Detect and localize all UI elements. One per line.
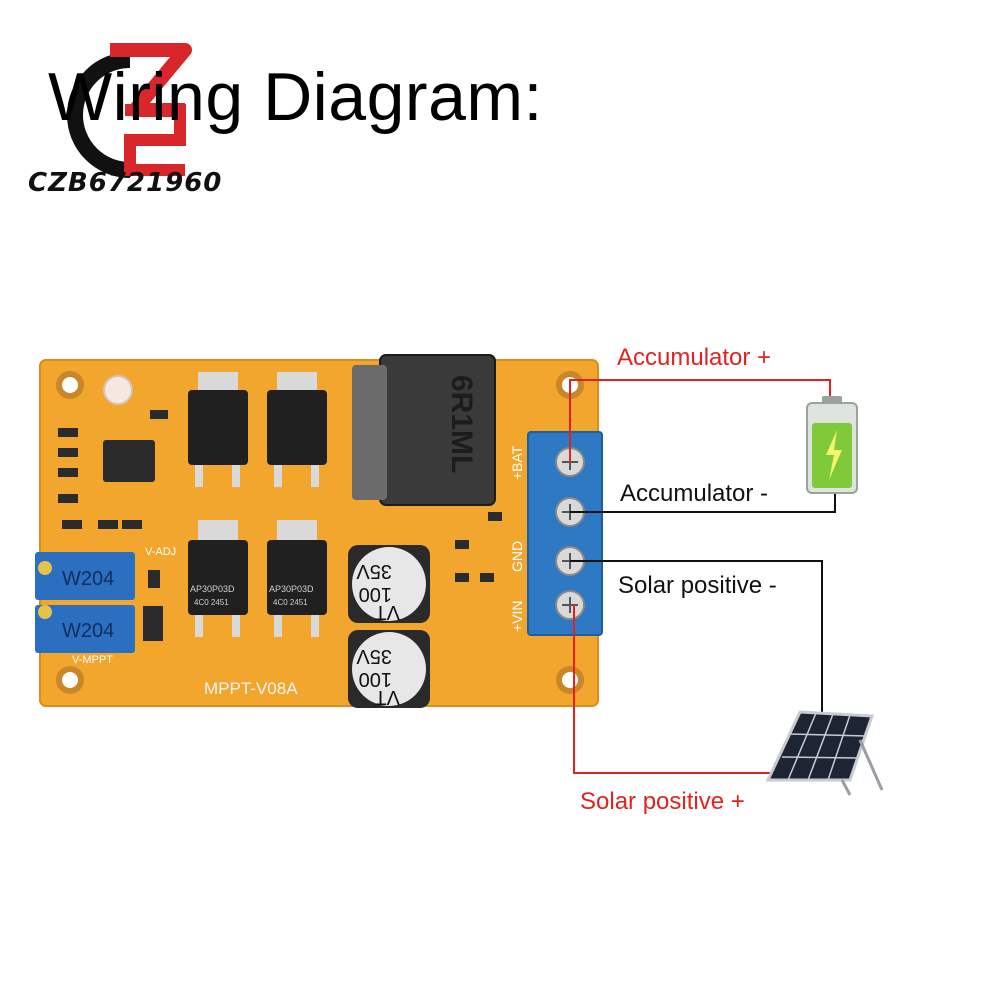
label-solar-negative: Solar positive - xyxy=(618,572,777,599)
mosfets xyxy=(188,372,327,637)
watermark-code: CZB6721960 xyxy=(28,168,223,198)
inductor-label: 6R1ML xyxy=(445,375,478,473)
cap-voltage-1: 35V xyxy=(356,560,392,582)
battery-icon xyxy=(806,396,858,494)
cap-voltage-2: 35V xyxy=(356,645,392,667)
label-accumulator-negative: Accumulator - xyxy=(620,480,769,507)
cap-brand-2: VT xyxy=(374,686,400,708)
wire-accumulator-positive xyxy=(569,379,831,462)
terminal-vin-label: +VIN xyxy=(509,600,525,632)
wire-solar-negative xyxy=(570,560,823,712)
cap-value-1: 100 xyxy=(359,583,392,605)
wire-solar-positive xyxy=(573,605,775,774)
cap-brand-1: VT xyxy=(374,601,400,623)
terminal-gnd-label: GND xyxy=(509,541,525,572)
ic-chip xyxy=(103,440,155,482)
mosfet-label-1: AP30P03D xyxy=(190,584,235,594)
wires xyxy=(569,379,836,774)
pot-label-1: W204 xyxy=(62,568,114,590)
board-model-label: MPPT-V08A xyxy=(204,679,298,698)
label-solar-positive: Solar positive + xyxy=(580,788,745,815)
cap-value-2: 100 xyxy=(359,668,392,690)
mosfet-code-2: 4C0 2451 xyxy=(273,598,308,607)
pot-label-2: W204 xyxy=(62,620,114,642)
v-mppt-label: V-MPPT xyxy=(72,654,113,666)
v-adj-label: V-ADJ xyxy=(145,546,176,558)
led xyxy=(103,375,133,405)
terminal-bat-label: +BAT xyxy=(509,445,525,480)
mosfet-label-2: AP30P03D xyxy=(269,584,314,594)
wire-accumulator-negative xyxy=(570,490,836,513)
logo-icon xyxy=(67,43,192,178)
capacitors xyxy=(348,545,430,708)
terminal-block xyxy=(527,431,603,636)
potentiometers xyxy=(35,552,135,653)
solar-panel-icon xyxy=(765,710,884,796)
smd-components xyxy=(58,410,502,641)
page-title: Wiring Diagram: xyxy=(48,59,543,135)
label-accumulator-positive: Accumulator + xyxy=(617,344,772,371)
mosfet-code-1: 4C0 2451 xyxy=(194,598,229,607)
